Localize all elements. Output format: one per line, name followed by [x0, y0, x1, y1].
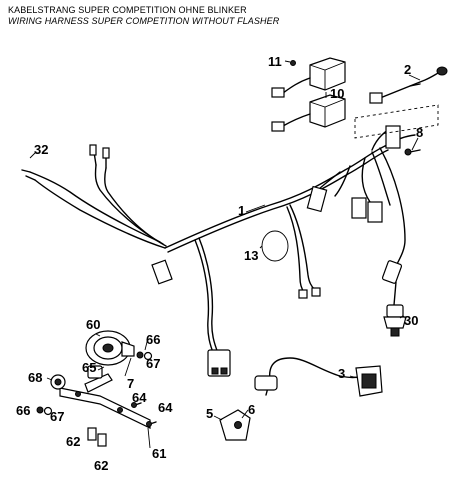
part-65-rubber — [87, 365, 103, 379]
callout-13: 13 — [244, 248, 258, 263]
leader-lines — [29, 60, 421, 449]
callout-62-b: 62 — [94, 458, 108, 473]
callout-5: 5 — [206, 406, 213, 421]
harness-connector-right-a — [351, 197, 367, 219]
title-english: WIRING HARNESS SUPER COMPETITION WITHOUT… — [8, 16, 280, 26]
callout-66-b: 66 — [16, 403, 30, 418]
cable-tie — [261, 230, 289, 262]
callout-1: 1 — [238, 203, 245, 218]
callout-6: 6 — [248, 402, 255, 417]
callout-62-a: 62 — [66, 434, 80, 449]
callout-66-a: 66 — [146, 332, 160, 347]
harness-connector-mid — [306, 185, 328, 213]
callout-67-a: 67 — [146, 356, 160, 371]
callout-65: 65 — [82, 360, 96, 375]
callout-60: 60 — [86, 317, 100, 332]
callout-2: 2 — [404, 62, 411, 77]
callout-7: 7 — [127, 376, 134, 391]
harness-connector-left — [151, 259, 173, 285]
callout-numbers: 1 2 3 5 6 7 8 10 11 13 30 32 60 61 62 62… — [16, 54, 423, 473]
part-60-horn — [85, 330, 135, 366]
dashed-outline — [354, 104, 439, 139]
part-30-switch — [383, 281, 407, 337]
callout-30: 30 — [404, 313, 418, 328]
callout-10: 10 — [330, 86, 344, 101]
harness-connector-plug — [381, 260, 403, 284]
relay-top — [271, 57, 346, 98]
part-68-nut — [50, 374, 66, 390]
callout-8: 8 — [416, 125, 423, 140]
relay-screw — [290, 60, 296, 66]
part-2-lead — [369, 66, 448, 104]
callout-3: 3 — [338, 366, 345, 381]
callout-67-b: 67 — [50, 409, 64, 424]
part-5-bracket — [219, 409, 251, 441]
callout-32: 32 — [34, 142, 48, 157]
harness-connector-top — [385, 125, 401, 149]
callout-61: 61 — [152, 446, 166, 461]
harness-connector-right-b — [367, 201, 383, 223]
part-3-cable — [254, 357, 383, 397]
callout-64-a: 64 — [132, 390, 147, 405]
relay-bottom — [271, 94, 346, 132]
callout-64-b: 64 — [158, 400, 173, 415]
title-german: KABELSTRANG SUPER COMPETITION OHNE BLINK… — [8, 5, 247, 15]
callout-68: 68 — [28, 370, 42, 385]
callout-11: 11 — [268, 54, 282, 69]
